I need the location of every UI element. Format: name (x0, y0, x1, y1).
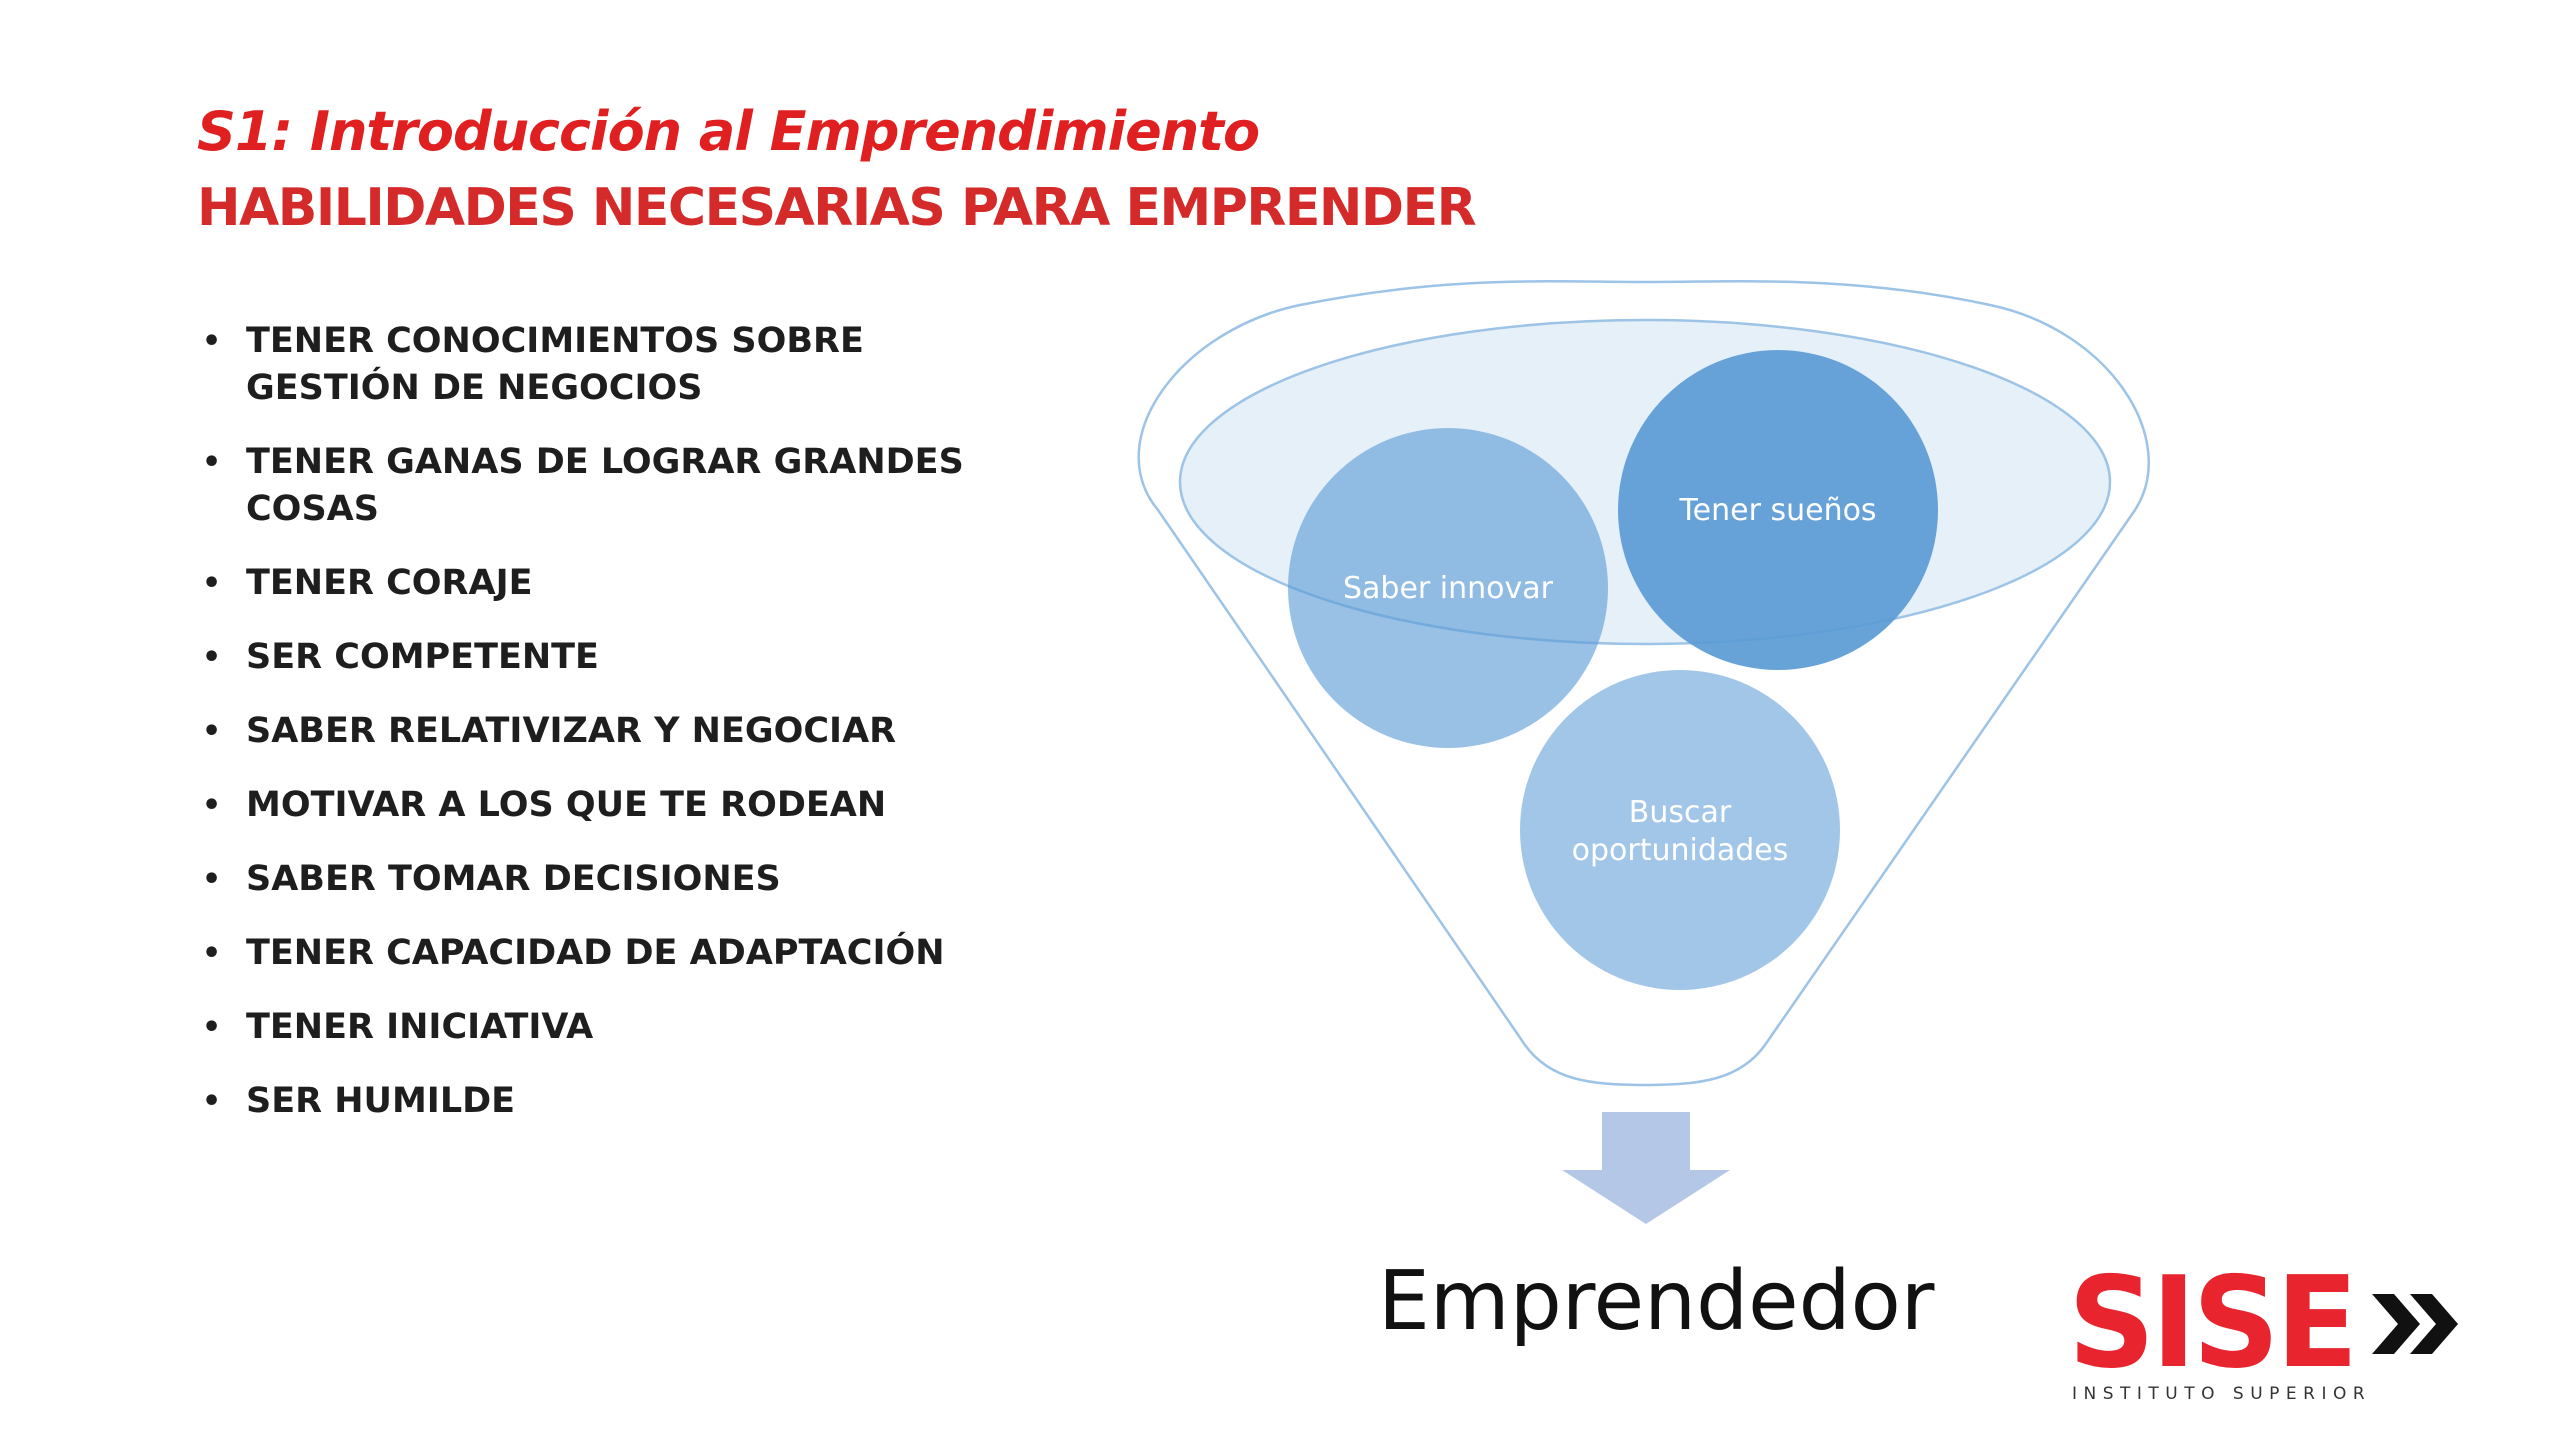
circle-tener-suenos (1618, 350, 1938, 670)
circle-label-saber-innovar: Saber innovar (1343, 571, 1554, 606)
bullet-icon: • (202, 1010, 222, 1045)
list-item: •MOTIVAR A LOS QUE TE RODEAN (196, 782, 1016, 829)
list-item: •TENER CORAJE (196, 560, 1016, 607)
circle-label-buscar-line1: Buscar (1629, 795, 1732, 830)
circle-buscar-oportunidades (1520, 670, 1840, 990)
list-item: •SER HUMILDE (196, 1078, 1016, 1125)
list-item: •SER COMPETENTE (196, 634, 1016, 681)
bullet-icon: • (202, 445, 222, 480)
bullet-icon: • (202, 788, 222, 823)
sise-logo: SISE INSTITUTO SUPERIOR (2068, 1260, 2468, 1408)
bullet-icon: • (202, 1084, 222, 1119)
list-item: •TENER CAPACIDAD DE ADAPTACIÓN (196, 930, 1016, 977)
list-item: •TENER INICIATIVA (196, 1004, 1016, 1051)
down-arrow-icon (1562, 1112, 1730, 1224)
skills-list: •TENER CONOCIMIENTOS SOBRE GESTIÓN DE NE… (196, 318, 1016, 1152)
bullet-icon: • (202, 640, 222, 675)
circle-saber-innovar (1288, 428, 1608, 748)
list-item: •TENER CONOCIMIENTOS SOBRE GESTIÓN DE NE… (196, 318, 1016, 412)
bullet-icon: • (202, 862, 222, 897)
circle-label-buscar-line2: oportunidades (1572, 833, 1789, 868)
funnel-result-label: Emprendedor (1378, 1254, 1935, 1349)
logo-wordmark: SISE (2068, 1249, 2358, 1396)
bullet-icon: • (202, 714, 222, 749)
bullet-icon: • (202, 936, 222, 971)
list-item: •SABER TOMAR DECISIONES (196, 856, 1016, 903)
logo-tagline: INSTITUTO SUPERIOR (2072, 1384, 2372, 1404)
list-item: •SABER RELATIVIZAR Y NEGOCIAR (196, 708, 1016, 755)
bullet-icon: • (202, 324, 222, 359)
list-item: •TENER GANAS DE LOGRAR GRANDES COSAS (196, 439, 1016, 533)
double-chevron-icon (2372, 1294, 2458, 1354)
slide-title: S1: Introducción al Emprendimiento (197, 100, 1260, 163)
slide-subtitle: HABILIDADES NECESARIAS PARA EMPRENDER (197, 178, 1477, 238)
circle-label-tener-suenos: Tener sueños (1678, 493, 1876, 528)
bullet-icon: • (202, 566, 222, 601)
